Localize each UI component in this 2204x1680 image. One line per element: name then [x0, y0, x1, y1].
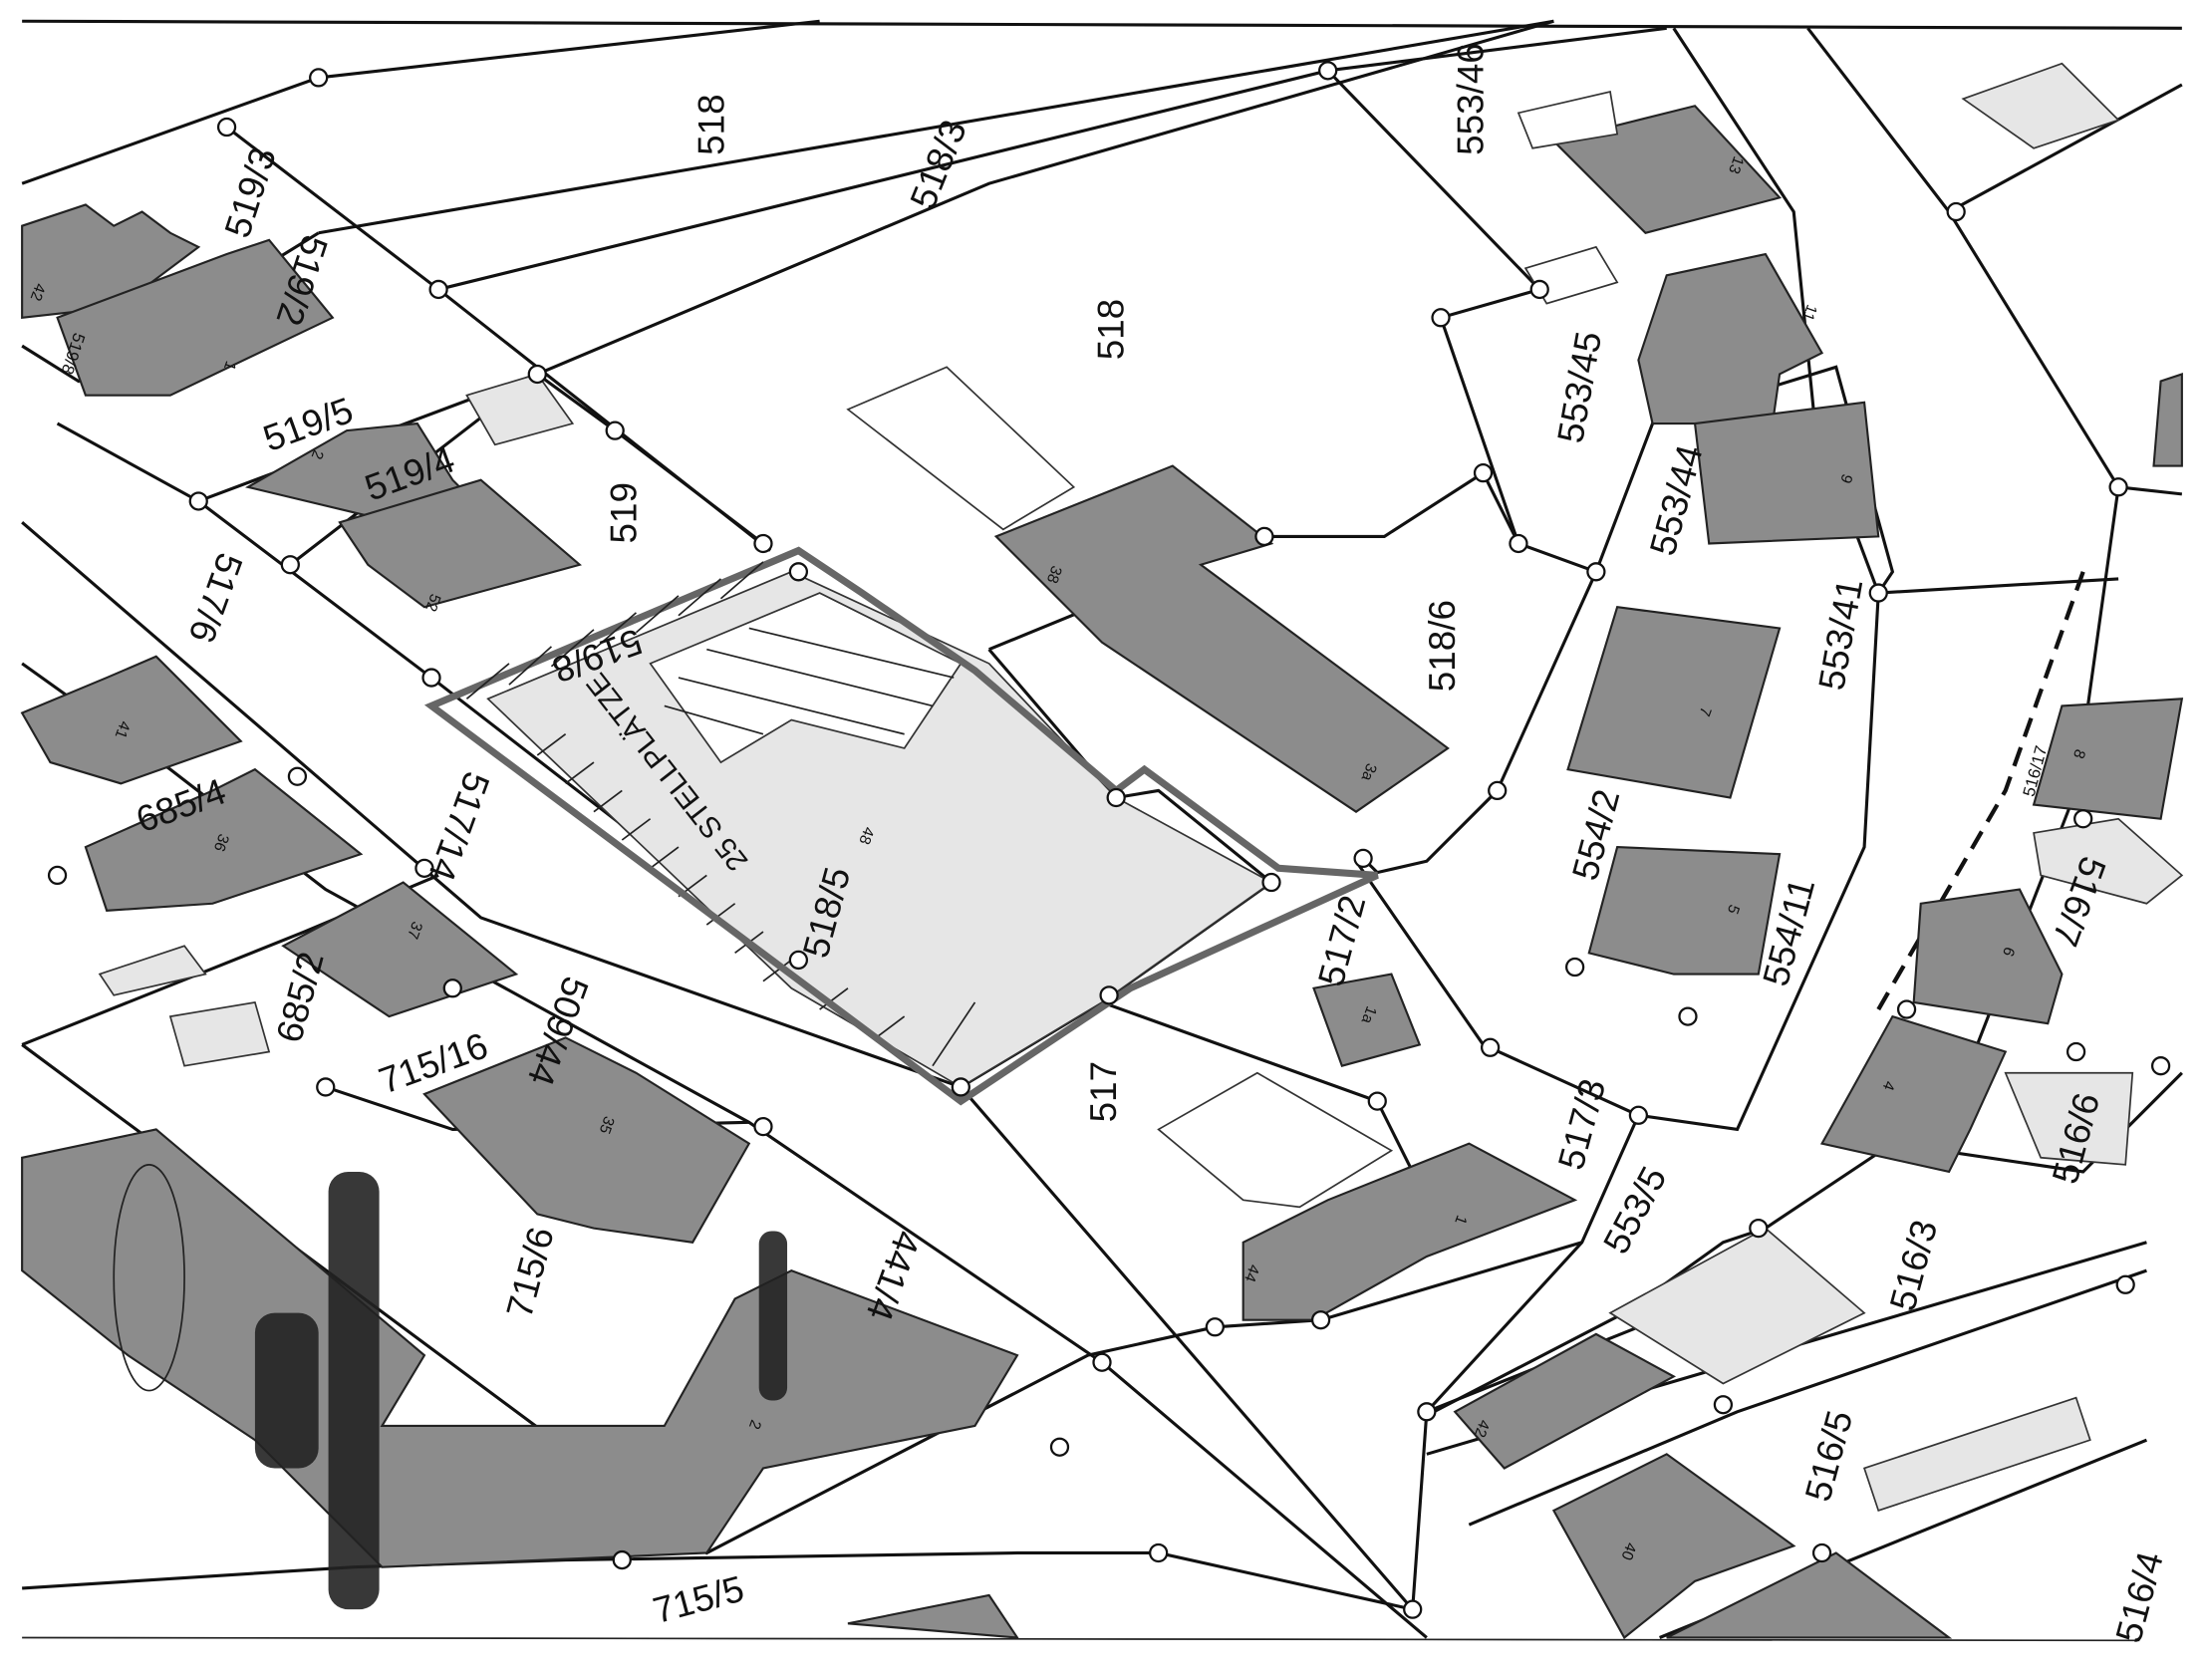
house-number: 36 — [210, 832, 232, 854]
house-number: 13 — [1725, 153, 1747, 175]
house-number: 42 — [1471, 1418, 1493, 1440]
parcel-label: 553/41 — [1810, 576, 1870, 694]
house-number: 44 — [1240, 1262, 1262, 1284]
parcel-label: 715/6 — [498, 1223, 561, 1322]
parcel-label: 516/4 — [2107, 1547, 2170, 1647]
map-border-top — [22, 19, 2182, 30]
parcel-label: 517/2 — [1310, 891, 1373, 990]
parcel-label: 553/45 — [1549, 329, 1609, 446]
house-number: 40 — [1617, 1540, 1639, 1562]
house-number: 11 — [1798, 302, 1820, 323]
house-number: 42 — [27, 281, 49, 303]
parcel-label: 517 — [1083, 1061, 1124, 1122]
parcel-label: 516/3 — [1882, 1216, 1945, 1315]
parcel-label: 517/14 — [420, 766, 497, 886]
planned-site-outline — [423, 546, 1379, 1106]
parcel-label: 517/6 — [180, 548, 250, 649]
house-number: 35 — [595, 1114, 617, 1136]
buildings — [20, 105, 2184, 1640]
easement-dashed-line — [1876, 571, 2085, 1011]
house-number: 37 — [404, 919, 425, 941]
parcel-label: 519/3 — [216, 142, 283, 242]
parcel-label: 519 — [603, 482, 644, 543]
house-number: 41 — [112, 718, 134, 740]
outbuildings — [98, 62, 2184, 1513]
survey-points — [47, 61, 2171, 1619]
house-number: 3a — [1358, 761, 1380, 783]
redaction-marks — [113, 1164, 788, 1610]
parcel-label: 553/5 — [1595, 1160, 1674, 1260]
parcel-label: 553/46 — [1451, 43, 1492, 155]
house-number: 1a — [1358, 1003, 1380, 1025]
map-border-bottom — [22, 1636, 2140, 1642]
house-number: 48 — [855, 824, 877, 846]
hatched-strip — [465, 561, 764, 700]
parcel-label: 518/3 — [902, 115, 974, 215]
parcel-label: 685/2 — [268, 948, 331, 1047]
parcel-label: 516/5 — [1797, 1406, 1860, 1506]
planned-parking-area — [423, 546, 1379, 1106]
house-number: 38 — [1043, 563, 1065, 585]
parcel-label: 518 — [690, 94, 731, 154]
house-number: 52 — [421, 592, 443, 614]
parcel-label: 518/6 — [1422, 600, 1463, 692]
parcel-label: 517/3 — [1550, 1074, 1613, 1174]
parcel-label: 441/4 — [859, 1226, 929, 1326]
parcel-label: 553/44 — [1642, 440, 1711, 559]
parcel-label: 715/5 — [649, 1568, 748, 1631]
parcel-label: 518 — [1090, 299, 1131, 360]
